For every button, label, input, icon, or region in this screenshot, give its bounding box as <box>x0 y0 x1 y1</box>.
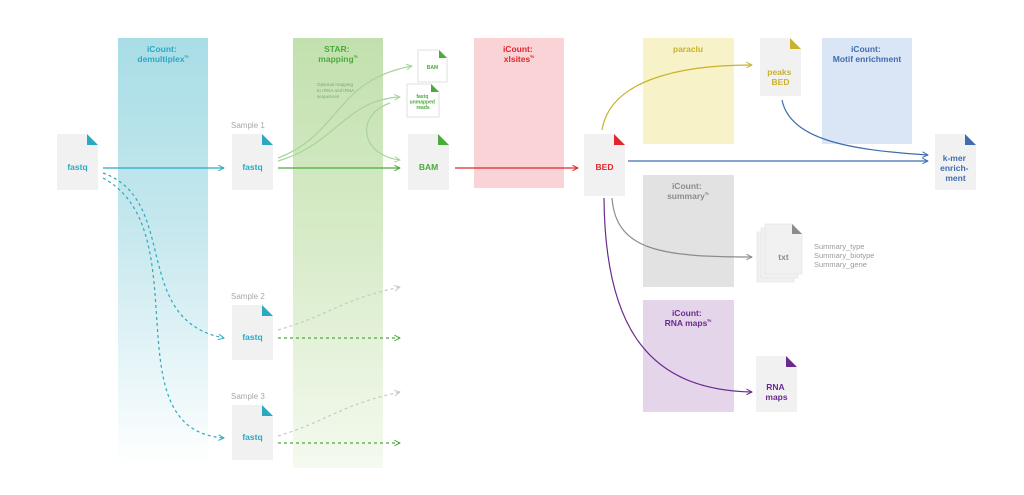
kmer-enrichment-label: k-mer enrich- ment <box>940 153 971 183</box>
fastq-sample3-file: fastq <box>232 405 273 460</box>
star-optional-mapping-note: Optional mapping to rRNA and tRNA sequen… <box>317 82 355 99</box>
file-corner-icon <box>790 38 801 49</box>
fastq-unmapped-label: fastq unmapped reads <box>410 94 437 111</box>
summary-column <box>643 175 734 287</box>
arrow-peaks-to-kmer <box>781 99 928 155</box>
file-corner-icon <box>262 134 273 145</box>
txt-file-stack: txt <box>756 223 803 283</box>
rna-maps-file: RNA maps <box>756 356 797 412</box>
fastq-input-file: fastq <box>57 134 98 190</box>
file-icon <box>232 134 273 190</box>
demultiplex-column <box>118 38 208 468</box>
file-corner-icon <box>614 134 625 145</box>
paraclu-title: paraclu <box>673 44 703 54</box>
fastq-sample2-label: fastq <box>242 332 262 342</box>
arrow-bed-to-peaks <box>601 65 752 131</box>
xlsites-title: iCount: xlsites% <box>503 44 535 64</box>
file-icon <box>57 134 98 190</box>
fastq-sample1-file: fastq <box>232 134 273 190</box>
rna-maps-label: RNA maps <box>765 382 787 402</box>
arrow-sample3-optional <box>277 392 400 437</box>
arrow-unmapped-to-bam <box>366 102 400 160</box>
bam-main-label: BAM <box>419 162 438 172</box>
fastq-sample1-label: fastq <box>242 162 262 172</box>
sample-1-label: Sample 1 <box>231 121 265 130</box>
peaks-bed-label: peaks BED <box>767 67 793 87</box>
file-icon <box>760 38 801 96</box>
file-corner-icon <box>262 305 273 316</box>
bam-small-label: BAM <box>427 65 438 71</box>
star-mapping-title: STAR: mapping% <box>318 44 357 64</box>
fastq-input-label: fastq <box>67 162 87 172</box>
file-corner-icon <box>431 84 439 92</box>
file-icon <box>764 223 803 275</box>
file-corner-icon <box>965 134 976 145</box>
fastq-unmapped-file: fastq unmapped reads <box>406 83 440 118</box>
motif-enrichment-column <box>822 38 912 144</box>
file-icon <box>756 356 797 412</box>
bam-main-file: BAM <box>408 134 449 190</box>
file-icon <box>232 305 273 360</box>
star-mapping-column <box>293 38 383 468</box>
arrow-optional-to-small-bam <box>277 66 412 159</box>
sample-3-label: Sample 3 <box>231 392 265 401</box>
arrow-sample2-optional <box>277 287 400 331</box>
file-corner-icon <box>786 356 797 367</box>
file-corner-icon <box>87 134 98 145</box>
arrow-bed-to-rna-maps <box>603 197 752 392</box>
xlsites-column <box>474 38 564 188</box>
file-icon <box>232 405 273 460</box>
bam-small-file: BAM <box>417 49 448 83</box>
paraclu-column <box>643 38 734 144</box>
peaks-bed-file: peaks BED <box>760 38 801 96</box>
rna-maps-title: iCount: RNA maps% <box>665 308 712 328</box>
file-icon <box>406 83 440 118</box>
bed-file: BED <box>584 134 625 196</box>
summary-outputs-list: Summary_type Summary_biotype Summary_gen… <box>814 242 877 269</box>
arrow-bed-to-txt <box>611 197 752 257</box>
summary-title: iCount: summary% <box>667 181 709 201</box>
file-corner-icon <box>438 134 449 145</box>
file-corner-icon <box>792 224 802 234</box>
file-corner-icon <box>262 405 273 416</box>
sample-2-label: Sample 2 <box>231 292 265 301</box>
file-corner-icon <box>439 50 447 58</box>
fastq-sample2-file: fastq <box>232 305 273 360</box>
motif-enrichment-title: iCount: Motif enrichment <box>833 44 902 64</box>
file-icon <box>584 134 625 196</box>
txt-label: txt <box>778 252 789 262</box>
bed-label: BED <box>596 162 614 172</box>
arrow-fastq-to-sample3 <box>102 177 224 438</box>
kmer-enrichment-file: k-mer enrich- ment <box>935 134 976 190</box>
rna-maps-column <box>643 300 734 412</box>
file-icon <box>408 134 449 190</box>
demultiplex-title: iCount: demultiplex% <box>137 44 188 64</box>
fastq-sample3-label: fastq <box>242 432 262 442</box>
arrow-optional-to-unmapped <box>277 97 400 162</box>
file-icon <box>935 134 976 190</box>
